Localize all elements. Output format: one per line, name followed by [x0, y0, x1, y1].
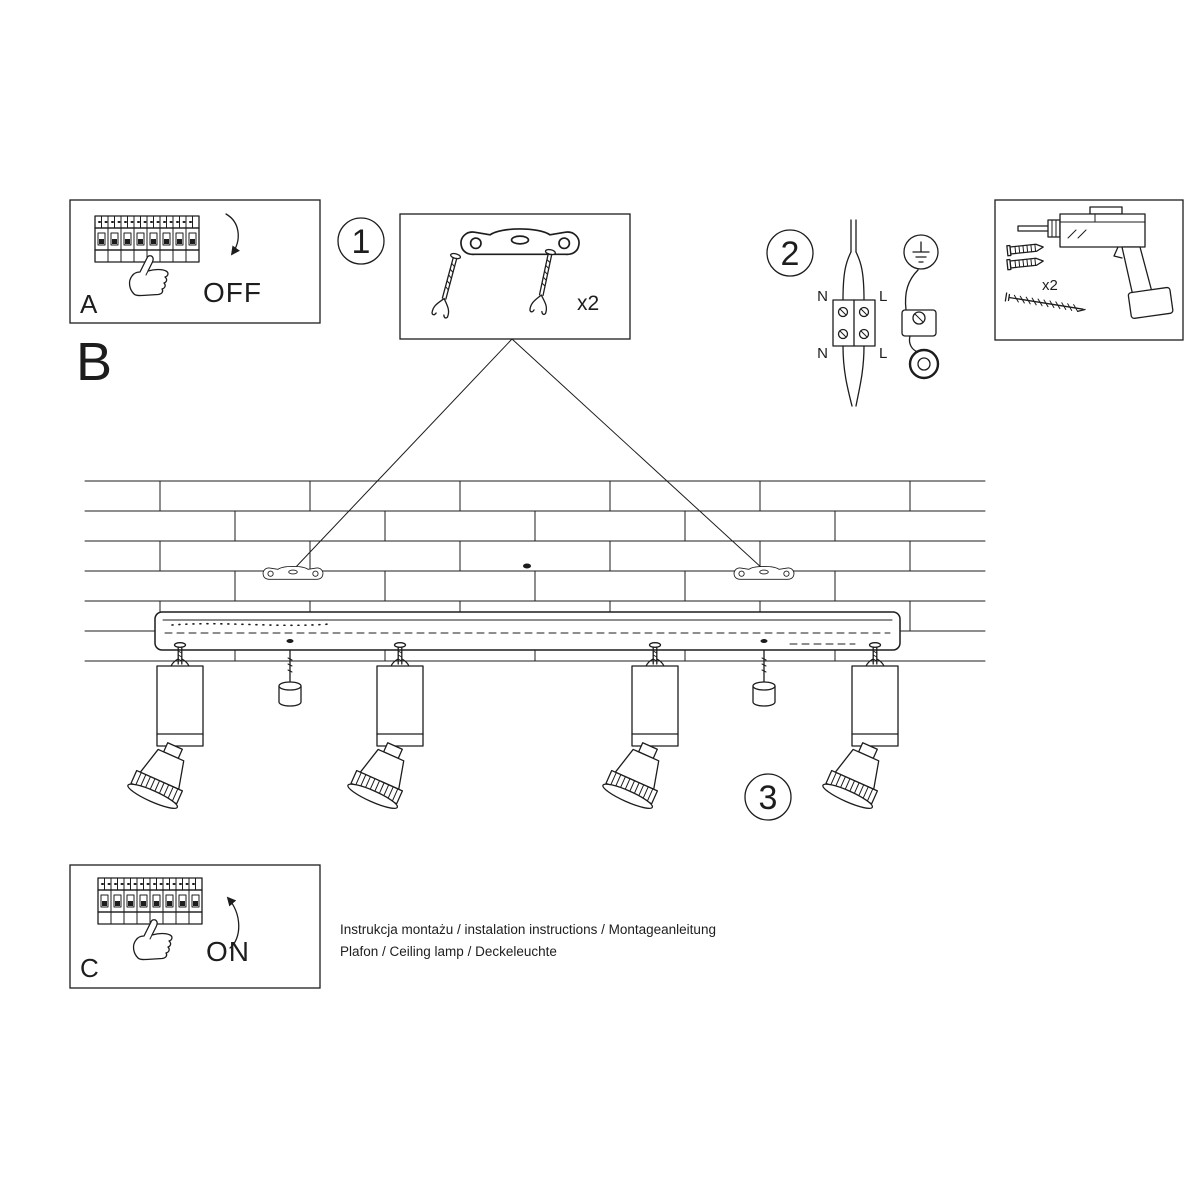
- drill-icon: [1017, 206, 1174, 320]
- bar-body: [154, 611, 901, 651]
- footer-line-1: Instrukcja montażu / instalation instruc…: [340, 922, 716, 937]
- wall-bracket-left: [262, 565, 324, 580]
- footer-line-2: Plafon / Ceiling lamp / Deckeleuchte: [340, 944, 557, 959]
- ground-symbol-badge: [903, 234, 939, 270]
- bar-speckles: [171, 622, 331, 627]
- leader-lines: [293, 338, 764, 570]
- fixture-3: [600, 642, 679, 813]
- step-c-box: C ON: [69, 864, 321, 989]
- earth-link: [908, 335, 919, 353]
- step-1-badge: [337, 217, 385, 265]
- wiring-diagram: N L N L: [817, 219, 887, 407]
- fixture-2: [345, 642, 424, 813]
- wall-bracket-right: [733, 565, 795, 580]
- step-3-badge: [744, 773, 792, 821]
- flip-up-arrow: [226, 896, 240, 949]
- fixture-bar: [154, 611, 901, 651]
- breaker-panel-a: [94, 215, 200, 263]
- plug-qty-label: x2: [1042, 277, 1058, 294]
- step-c-frame: [69, 864, 321, 989]
- step-a-label: A: [80, 289, 98, 319]
- ground-symbol-icon: [912, 241, 930, 263]
- cap-screw-left: [278, 649, 302, 707]
- step-a-box: A OFF: [69, 199, 321, 324]
- center-screw-hole: [523, 563, 531, 569]
- off-label: OFF: [203, 277, 262, 308]
- wire-split-bottom: [842, 345, 865, 407]
- label-l-bottom: L: [879, 345, 887, 362]
- fixture-4: [820, 642, 899, 813]
- earth-group: [901, 234, 940, 380]
- label-n-bottom: N: [817, 345, 828, 362]
- toggle-screw-right: [528, 247, 560, 316]
- step-3-number: 3: [759, 779, 778, 817]
- step-a-frame: [69, 199, 321, 324]
- bracket-illustration: [460, 228, 580, 256]
- label-n-top: N: [817, 288, 828, 305]
- flip-down-arrow: [225, 213, 240, 256]
- supply-cable: [850, 219, 857, 253]
- hand-c: [132, 919, 173, 961]
- bar-screw-left: [286, 639, 294, 643]
- cap-screw-right: [752, 649, 776, 707]
- label-l-top: L: [879, 288, 887, 305]
- step-1-number: 1: [352, 223, 371, 261]
- step-1-group: 1 x2: [293, 213, 764, 570]
- ring-lug-icon: [908, 348, 940, 380]
- step-2-number: 2: [781, 235, 800, 273]
- step-b-label: B: [76, 332, 112, 392]
- step-2-badge: [766, 229, 814, 277]
- bar-screw-right: [760, 639, 768, 643]
- bracket-box-frame: [399, 213, 631, 340]
- fixture-1: [125, 642, 204, 813]
- tools-frame: [994, 199, 1184, 341]
- step-2-group: 2 N L N L: [766, 219, 940, 407]
- footer: Instrukcja montażu / instalation instruc…: [340, 922, 716, 959]
- tools-box: x2: [994, 199, 1184, 341]
- step-c-label: C: [80, 953, 99, 983]
- wire-split-top: [842, 251, 865, 301]
- on-label: ON: [206, 936, 250, 967]
- mounting-screw-icon: [1004, 292, 1086, 313]
- bracket-qty-label: x2: [577, 292, 599, 315]
- step-3-group: 3: [744, 773, 792, 821]
- toggle-screw-left: [430, 251, 465, 320]
- wall-plug-icon-2: [1006, 257, 1044, 271]
- wall-plug-icon-1: [1006, 243, 1044, 257]
- earth-wire: [904, 269, 919, 311]
- breaker-panel-c: [97, 877, 203, 925]
